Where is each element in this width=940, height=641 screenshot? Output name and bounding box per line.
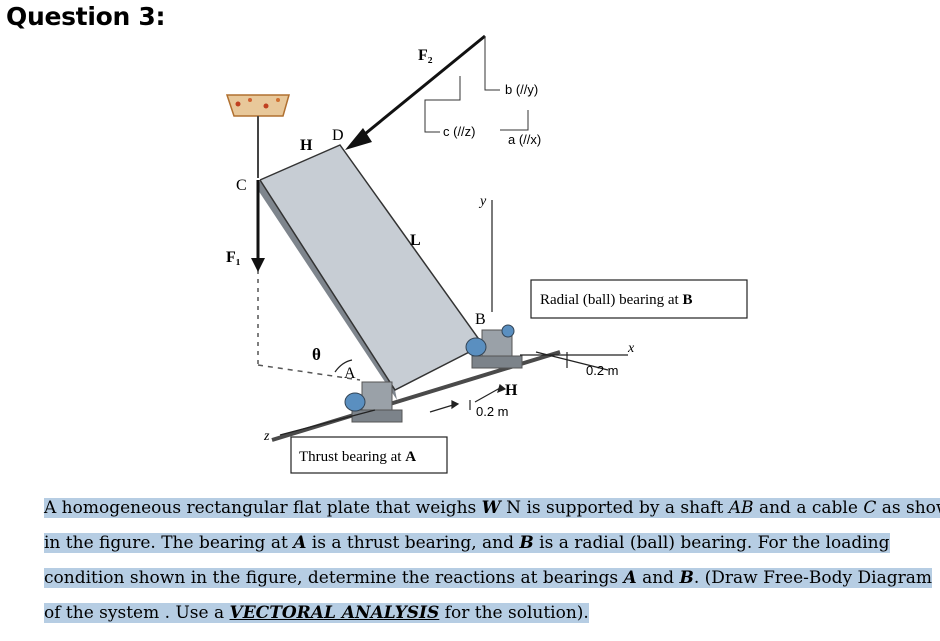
force-components-guide — [424, 36, 529, 133]
text-segment: A homogeneous rectangular flat plate tha… — [44, 498, 482, 518]
axis-y-label: y — [478, 194, 487, 209]
bearing-b-symbol: B — [679, 568, 694, 588]
label-h-bottom: H — [505, 382, 518, 399]
callout-radial-text: Radial (ball) bearing at — [540, 292, 682, 308]
cable-symbol: C — [863, 498, 877, 518]
force-f1-arrow — [251, 180, 265, 272]
dashed-line-base — [257, 364, 361, 381]
callout-radial-box — [530, 279, 748, 319]
callout-thrust-label: Thrust bearing at A — [299, 449, 416, 465]
label-dir-b: b (//y) — [505, 82, 538, 97]
text-segment: in the figure. The bearing at — [44, 533, 294, 553]
theta-arc — [334, 359, 353, 373]
text-segment: of the system . Use a — [44, 603, 230, 623]
engineering-figure: F₂ F₁ H D C L θ A B H y x z b (//y) c (/… — [225, 34, 748, 474]
bearing-b-symbol: B — [519, 533, 534, 553]
text-segment: N is supported by a shaft — [500, 498, 729, 518]
bearing-a-symbol: A — [623, 568, 637, 588]
bearing-a-symbol: A — [293, 533, 307, 553]
text-segment: condition shown in the figure, determine… — [44, 568, 624, 588]
label-h-top: H — [300, 137, 313, 154]
text-segment: for the solution). — [439, 603, 589, 623]
label-b: B — [475, 311, 486, 328]
question-heading: Question 3: — [6, 2, 166, 31]
problem-statement: A homogeneous rectangular flat plate tha… — [44, 491, 940, 631]
callout-thrust-bold: A — [405, 449, 416, 465]
bearing-b — [465, 324, 523, 369]
label-c: C — [236, 177, 247, 194]
text-segment: is a thrust bearing, and — [306, 533, 520, 553]
problem-line-2: in the figure. The bearing at A is a thr… — [44, 526, 924, 561]
label-dim-1: 0.2 m — [586, 363, 619, 378]
weight-symbol: W — [481, 498, 501, 518]
callout-radial-label: Radial (ball) bearing at B — [540, 292, 692, 308]
text-segment: as shown — [881, 498, 940, 518]
axis-z-label: z — [263, 429, 270, 444]
label-dir-c: c (//z) — [443, 124, 476, 139]
callout-thrust-box — [290, 436, 448, 474]
label-l: L — [410, 232, 421, 249]
shaft-symbol: AB — [728, 498, 754, 518]
label-theta: θ — [312, 345, 321, 364]
axis-x-label: x — [627, 341, 635, 356]
problem-line-4: of the system . Use a VECTORAL ANALYSIS … — [44, 596, 924, 631]
label-f2: F₂ — [418, 47, 433, 64]
text-segment: and a cable — [753, 498, 864, 518]
problem-line-1: A homogeneous rectangular flat plate tha… — [44, 491, 940, 526]
method-emphasis: VECTORAL ANALYSIS — [229, 603, 440, 623]
text-segment: and — [636, 568, 680, 588]
problem-line-3: condition shown in the figure, determine… — [44, 561, 932, 596]
dimension-lines — [429, 351, 609, 413]
callout-thrust-text: Thrust bearing at — [299, 449, 405, 465]
callout-radial-bold: B — [682, 292, 692, 308]
label-dir-a: a (//x) — [508, 132, 541, 147]
axes — [279, 200, 628, 436]
label-f1: F₁ — [226, 249, 241, 266]
label-dim-2: 0.2 m — [476, 404, 509, 419]
text-segment: is a radial (ball) bearing. For the load… — [533, 533, 890, 553]
rectangular-plate — [258, 144, 485, 400]
text-segment: . (Draw Free-Body Diagram — [693, 568, 932, 588]
cable-hanger — [225, 94, 290, 178]
force-f2-arrow — [345, 34, 486, 150]
label-d: D — [332, 127, 344, 144]
label-a: A — [344, 365, 356, 382]
